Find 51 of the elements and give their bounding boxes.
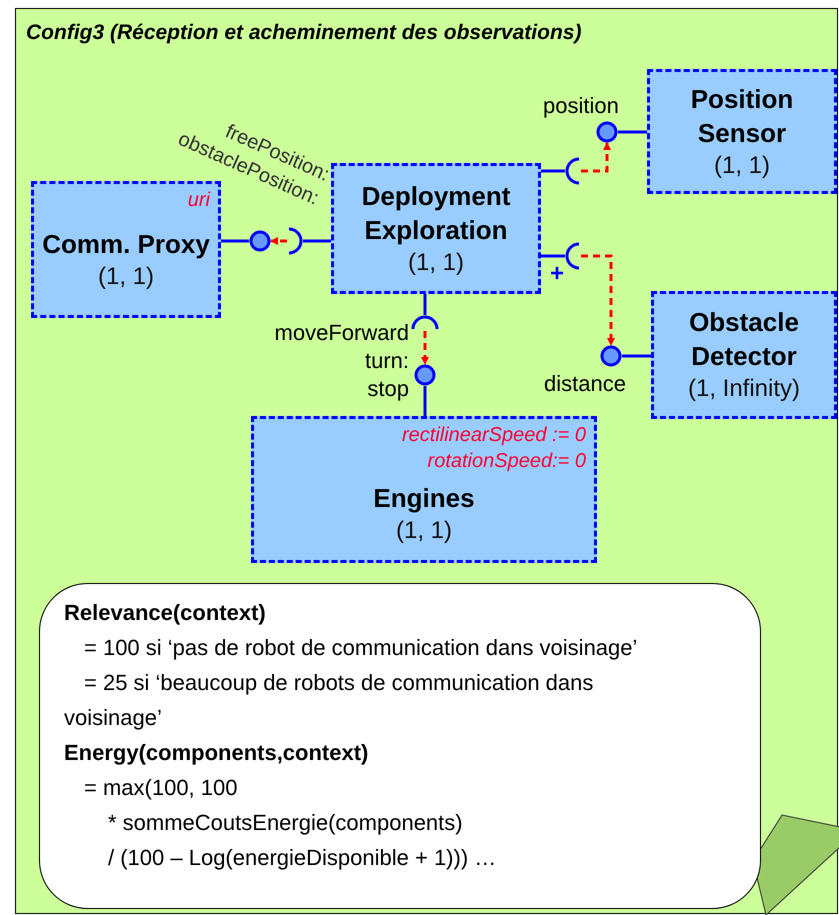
formula-line: Energy(components,context) [64, 739, 370, 767]
component-box [647, 69, 837, 194]
multiplicity-label: (1, 1) [98, 262, 154, 292]
attribute-label: rotationSpeed:= 0 [428, 449, 586, 473]
provided-port-circle [596, 121, 618, 143]
panel-title: Config3 (Réception et acheminement des observations) [26, 20, 582, 46]
formula-line: = 25 si ‘beaucoup de robots de communication dans voisinage’ [64, 669, 594, 732]
connector-line [618, 130, 647, 134]
formula-line: Relevance(context) [64, 599, 267, 627]
component-box [331, 163, 541, 294]
component-box [651, 291, 837, 419]
interface-label: distance [544, 370, 626, 398]
component-name: Obstacle Detector [688, 306, 800, 373]
required-port-socket [287, 227, 303, 255]
component-box [251, 416, 597, 563]
provided-port-circle [249, 230, 271, 252]
dependency-arrow [581, 142, 611, 172]
interface-label: + [550, 259, 564, 289]
interface-label: stop [367, 375, 409, 403]
multiplicity-label: (1, 1) [396, 516, 452, 546]
component-name: Comm. Proxy [42, 228, 210, 260]
required-port-socket [565, 242, 581, 270]
formula-line: / (100 – Log(energieDisponible + 1))) … [107, 844, 498, 872]
attribute-label: rectilinearSpeed := 0 [402, 423, 586, 447]
formula-line: * sommeCoutsEnergie(components) [107, 809, 464, 837]
connector-line [541, 170, 565, 172]
interface-label: position [543, 92, 619, 120]
component-name: Deployment Exploration [360, 180, 512, 246]
component-name: Position Sensor [690, 82, 794, 150]
interface-label: turn: [364, 347, 409, 375]
multiplicity-label: (1, 1) [714, 150, 770, 180]
interface-label: moveForward [274, 319, 409, 347]
dependency-arrow [581, 254, 615, 346]
connector-line [424, 386, 426, 416]
required-port-socket [411, 315, 439, 331]
required-port-socket [565, 157, 581, 185]
connector-line [622, 354, 651, 358]
dependency-arrow [270, 237, 287, 245]
formula-line: = 100 si ‘pas de robot de communication dans voisinage’ [83, 634, 638, 662]
dependency-arrow [421, 331, 429, 365]
multiplicity-label: (1, Infinity) [688, 374, 800, 404]
config-panel [15, 8, 838, 914]
connector-line [303, 240, 331, 242]
component-name: Engines [373, 482, 475, 514]
provided-port-circle [600, 345, 622, 367]
connector-line [221, 240, 249, 242]
formula-line: = max(100, 100 [83, 774, 238, 802]
connector-line [424, 294, 426, 315]
provided-port-circle [414, 364, 436, 386]
multiplicity-label: (1, 1) [408, 248, 464, 278]
connector-line [541, 254, 565, 258]
